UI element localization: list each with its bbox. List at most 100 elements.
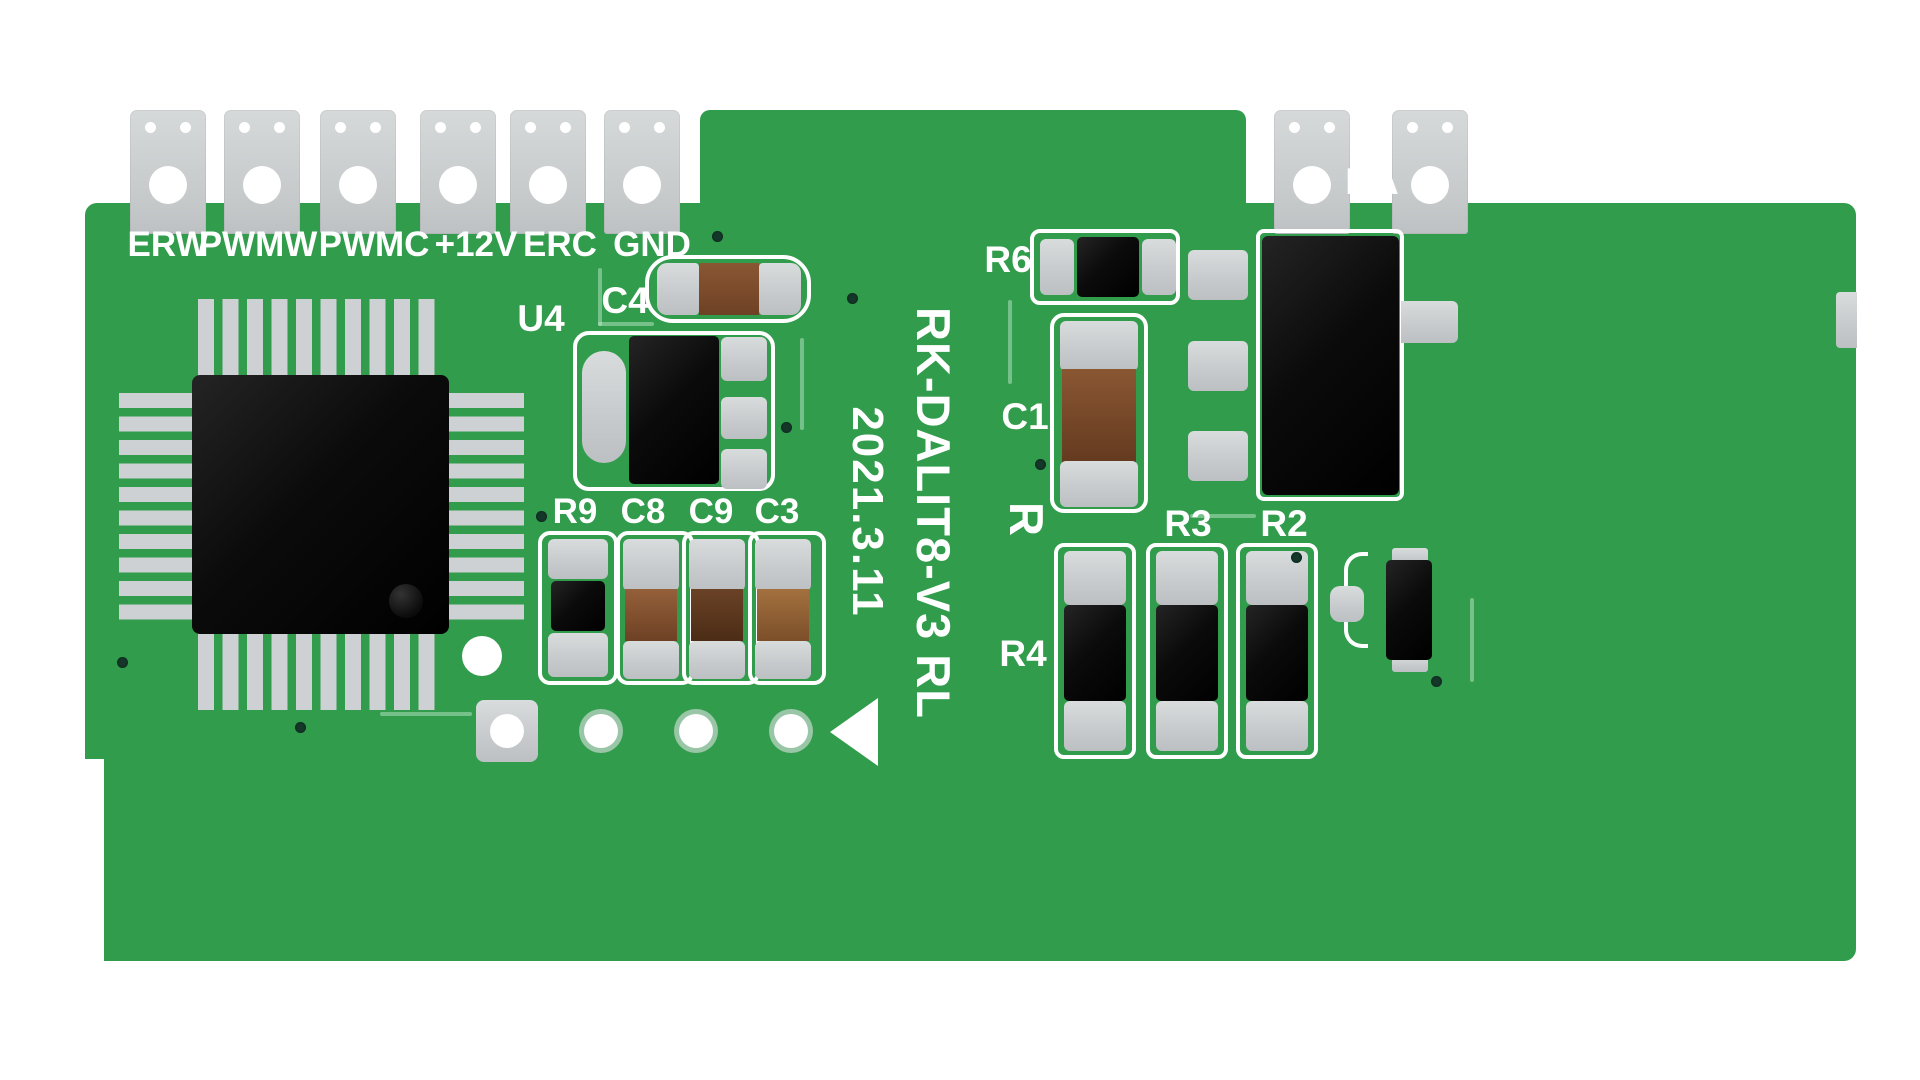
terminal-pin-hole [1289,122,1300,133]
silkscreen-date: 2021.3.11 [843,406,892,618]
mounting-hole [490,714,524,748]
terminal-label-12v: +12V [434,225,518,264]
terminal-label-erc: ERC [523,225,597,264]
small-comp-solder-blob [1330,586,1364,622]
terminal-pin-hole [654,122,665,133]
u4-body [629,336,719,484]
via-dot [712,231,723,242]
terminal-pin-hole [525,122,536,133]
mounting-hole [774,714,808,748]
edge-pad [1836,292,1857,348]
mounting-hole [584,714,618,748]
terminal-tab-erw [130,110,206,234]
c8-body [625,589,677,641]
ic-pad [1188,431,1248,481]
terminal-pin-hole [370,122,381,133]
c4-body [699,263,759,315]
u4-pad [721,337,767,381]
u4-solder-pad [582,351,626,463]
c8-cap-top [623,539,679,591]
ic-pad [1188,341,1248,391]
terminal-pin-hole [619,122,630,133]
terminal-screw-hole [1293,166,1331,204]
ic-pad [1188,250,1248,300]
r9-body [551,581,605,631]
terminal-tab-pwmw [224,110,300,234]
c4-cap-left [657,263,699,315]
terminal-pin-hole [435,122,446,133]
terminal-label-pwmc: PWMC [318,225,430,264]
component-label-r2: R2 [1260,503,1308,544]
r6-pad-right [1142,239,1176,295]
qfp-pin1-dot-icon [389,584,423,618]
fiducial-hole [462,636,502,676]
small-comp-body [1386,560,1432,660]
terminal-pin-hole [180,122,191,133]
power-ic-tab [1401,301,1458,343]
terminal-screw-hole [439,166,477,204]
c1-silkscreen-outline [1050,313,1148,513]
trace [800,338,804,430]
r9-pad-top [548,539,608,579]
terminal-pin-hole [239,122,250,133]
terminal-pin-hole [560,122,571,133]
r2-silkscreen-outline [1236,543,1318,759]
via-dot [117,657,128,668]
r2-pad-bottom [1246,701,1308,751]
terminal-tab-da-1 [1274,110,1350,234]
terminal-screw-hole [149,166,187,204]
u4-pad [721,397,767,439]
trace [380,712,472,716]
component-label-r4: R4 [999,633,1047,674]
r3-silkscreen-outline [1146,543,1228,759]
arrow-marker-icon [830,698,878,766]
c3-cap-top [755,539,811,591]
c3-silkscreen-outline [748,531,826,685]
c3-cap-bottom [755,641,811,679]
via-dot [295,722,306,733]
terminal-tab-gnd [604,110,680,234]
component-label-u4: U4 [517,298,565,339]
terminal-tab-erc [510,110,586,234]
terminal-screw-hole [1411,166,1449,204]
via-dot [1291,552,1302,563]
component-label-r9: R9 [552,492,598,531]
terminal-label-erw: ERW [127,225,209,264]
terminal-tab-pwmc [320,110,396,234]
terminal-pin-hole [470,122,481,133]
terminal-tab-da-2 [1392,110,1468,234]
c8-cap-bottom [623,641,679,679]
r4-body [1064,605,1126,701]
via-dot [1035,459,1046,470]
r6-pad-left [1040,239,1074,295]
terminal-screw-hole [529,166,567,204]
r3-pad-top [1156,551,1218,605]
trace [598,322,654,326]
c9-cap-top [689,539,745,591]
qfp-leads-bottom [198,633,443,710]
terminal-screw-hole [623,166,661,204]
board-top-extension [700,110,1246,220]
r4-pad-top [1064,551,1126,605]
terminal-pin-hole [274,122,285,133]
qfp-leads-right [449,393,524,623]
via-dot [536,511,547,522]
terminal-tab-12v [420,110,496,234]
trace [1008,300,1012,384]
component-label-r: R [1000,502,1053,536]
power-ic-silkscreen-outline [1256,229,1404,501]
power-ic-body [1262,236,1399,495]
r4-pad-bottom [1064,701,1126,751]
r4-silkscreen-outline [1054,543,1136,759]
terminal-label-pwmw: PWMW [198,225,318,264]
c4-cap-right [759,263,801,315]
qfp-leads-top [198,299,443,376]
terminal-pin-hole [1407,122,1418,133]
small-comp-pad-bottom [1392,656,1428,672]
r6-silkscreen-outline [1030,229,1180,305]
c9-cap-bottom [689,641,745,679]
c1-cap-top [1060,321,1138,371]
component-label-c9: C9 [688,492,734,531]
r2-body [1246,605,1308,701]
